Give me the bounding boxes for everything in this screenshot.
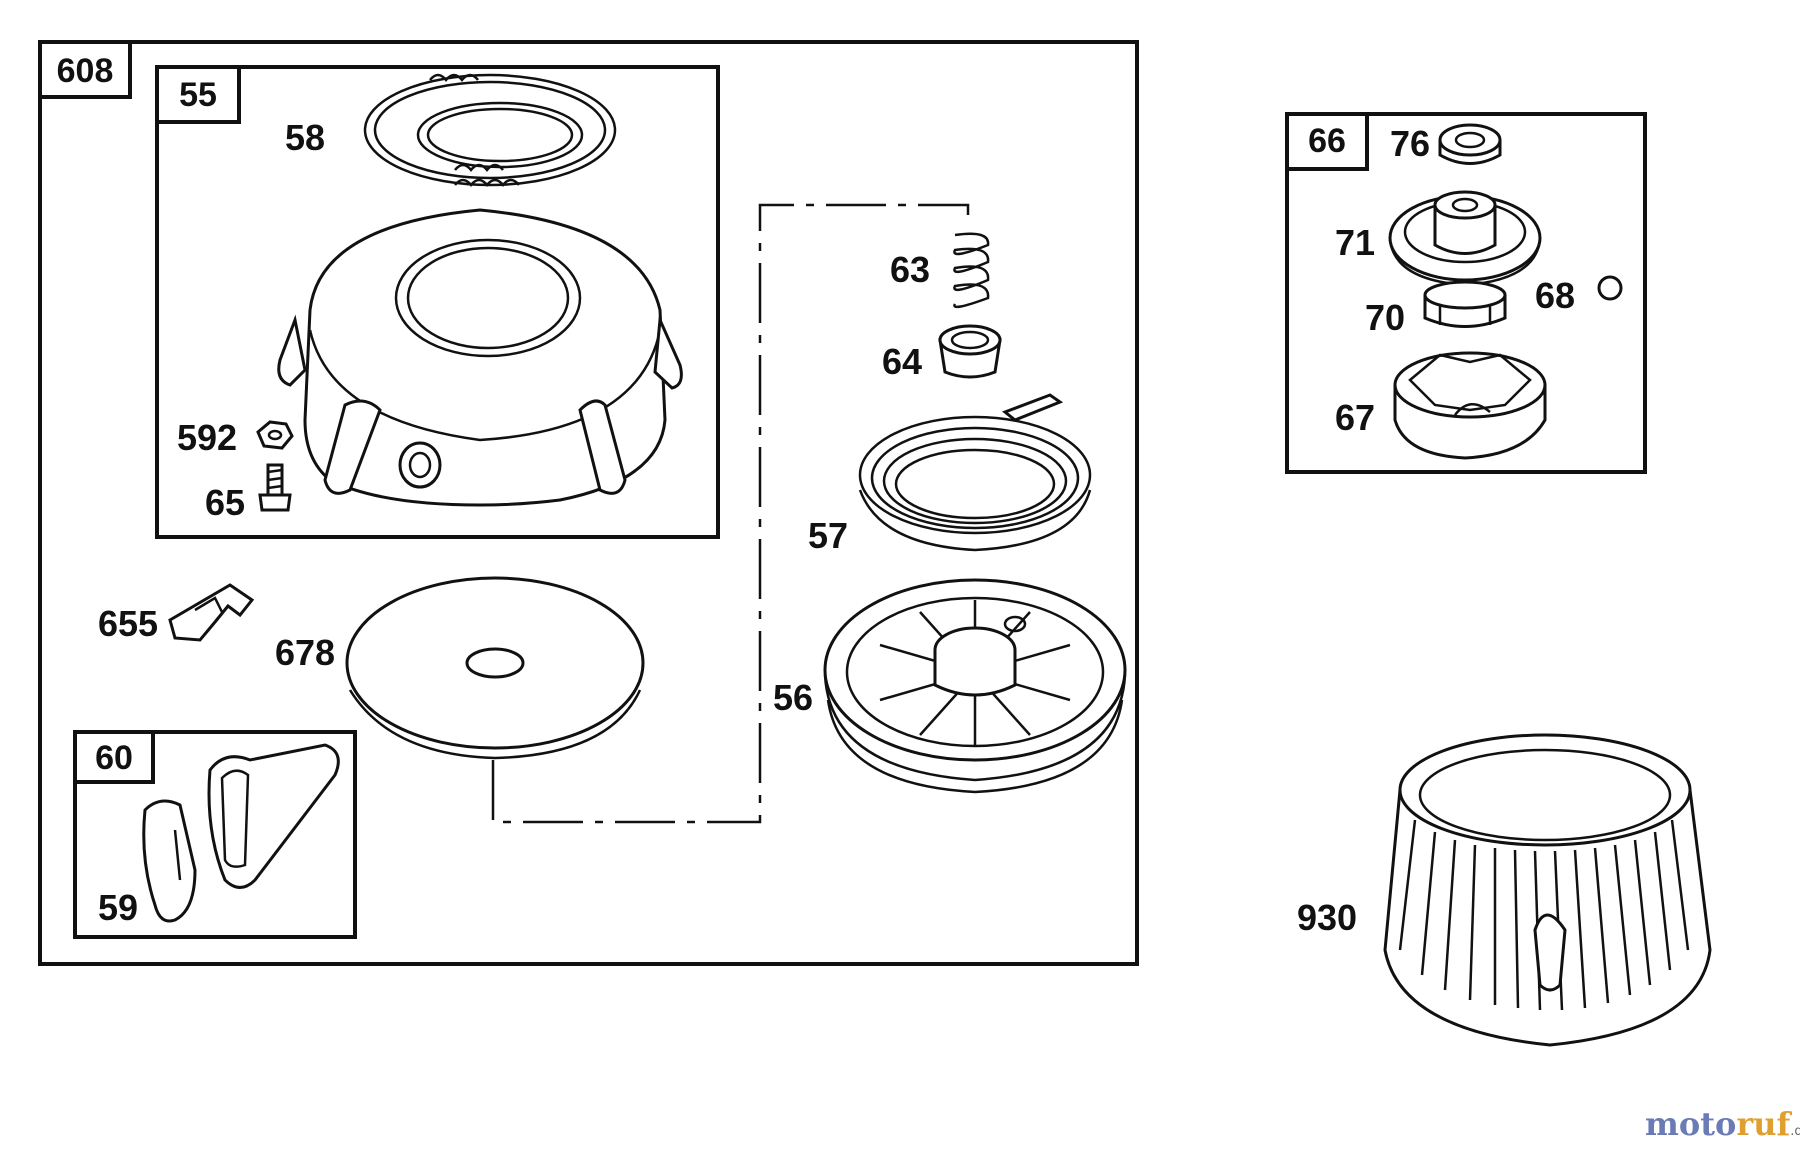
part-58-label: 58 <box>285 117 325 158</box>
svg-text:motoruf.de: motoruf.de <box>1645 1105 1800 1143</box>
watermark-logo: motoruf.de <box>1645 1105 1800 1143</box>
bolt-part <box>258 463 292 512</box>
group-608: 608 <box>38 40 1139 966</box>
cup-part <box>1393 351 1547 460</box>
rope-coil-part <box>363 73 617 187</box>
part-57-label: 57 <box>808 515 848 556</box>
part-67-label: 67 <box>1335 397 1375 438</box>
part-76-label: 76 <box>1390 123 1430 164</box>
ratchet-part <box>1423 280 1507 328</box>
handle-part <box>142 743 340 923</box>
part-678-label: 678 <box>275 632 335 673</box>
part-592-label: 592 <box>177 417 237 458</box>
part-70-label: 70 <box>1365 297 1405 338</box>
watermark-suffix: .de <box>1790 1124 1800 1139</box>
part-63-label: 63 <box>890 249 930 290</box>
part-56-label: 56 <box>773 677 813 718</box>
group-66-label: 66 <box>1308 122 1346 160</box>
group-55-label: 55 <box>179 76 217 114</box>
part-655-label: 655 <box>98 603 158 644</box>
cap-part <box>1388 190 1542 287</box>
group-60-label: 60 <box>95 739 133 777</box>
screen-part <box>1383 733 1712 1047</box>
ball-part <box>1597 275 1623 301</box>
spring-part <box>953 232 990 309</box>
group-66: 66 <box>1285 112 1647 474</box>
starter-housing-part <box>277 208 683 507</box>
watermark-part1: moto <box>1645 1105 1736 1143</box>
watermark-part2: ruf <box>1736 1105 1792 1143</box>
group-55: 55 <box>155 65 720 539</box>
nut-part <box>256 420 294 450</box>
part-59-label: 59 <box>98 887 138 928</box>
recoil-spring-part <box>858 393 1092 552</box>
part-64-label: 64 <box>882 341 922 382</box>
washer-part <box>1438 123 1502 165</box>
disc-part <box>345 576 645 760</box>
group-608-label: 608 <box>57 52 114 90</box>
leader-lines <box>491 203 970 824</box>
pulley-part <box>823 578 1127 794</box>
part-71-label: 71 <box>1335 222 1375 263</box>
clip-part <box>168 583 255 642</box>
group-60: 60 <box>73 730 357 939</box>
part-65-label: 65 <box>205 482 245 523</box>
part-68-label: 68 <box>1535 275 1575 316</box>
part-930-label: 930 <box>1297 897 1357 938</box>
bushing-part <box>938 324 1002 379</box>
